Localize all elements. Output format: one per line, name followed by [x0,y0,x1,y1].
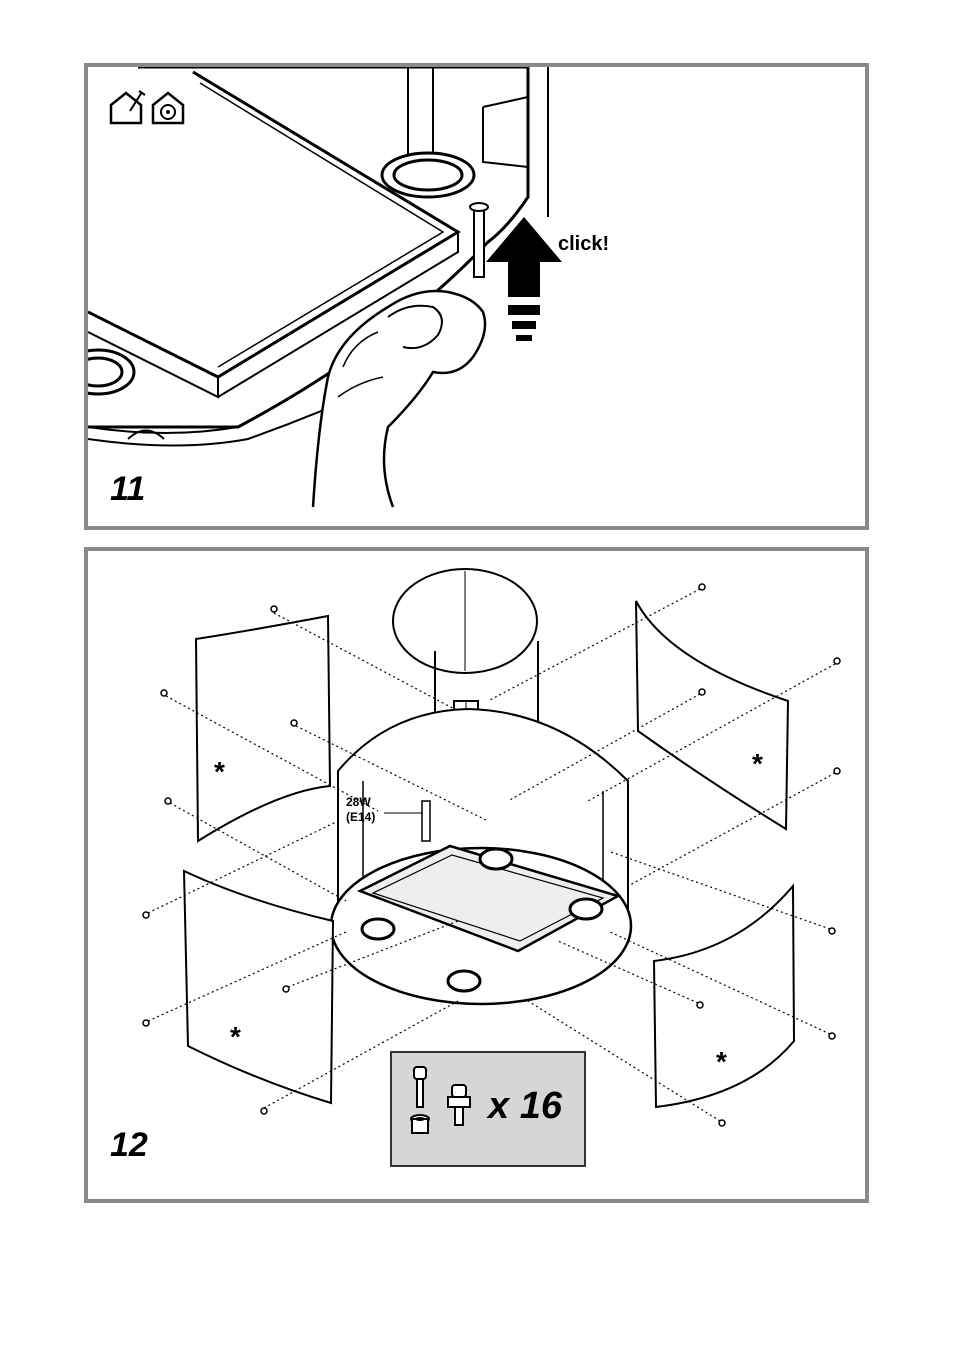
screw-kit-box: x 16 [390,1051,586,1167]
screw-kit-count: x 16 [488,1085,562,1128]
step-number: 11 [110,470,145,509]
icon-group [108,89,188,129]
panel-marker-bottom-left: * [230,1021,241,1052]
step-number: 12 [110,1126,148,1165]
screw-kit-icon [398,1055,488,1165]
lamp-wattage-label: 28W [346,795,371,809]
lamp-socket-label: (E14) [346,810,375,824]
house-tool-icon [108,89,145,125]
house-fan-icon [150,89,186,125]
step-11-illustration: click! [88,67,865,526]
click-callout: click! [558,233,609,255]
panel-marker-bottom-right: * [716,1046,727,1077]
step-11-panel: click! 11 [84,63,869,530]
panel-marker-top-right: * [752,748,763,779]
panel-marker-top-left: * [214,756,225,787]
step-12-panel: 28W (E14) * * * * [84,547,869,1203]
